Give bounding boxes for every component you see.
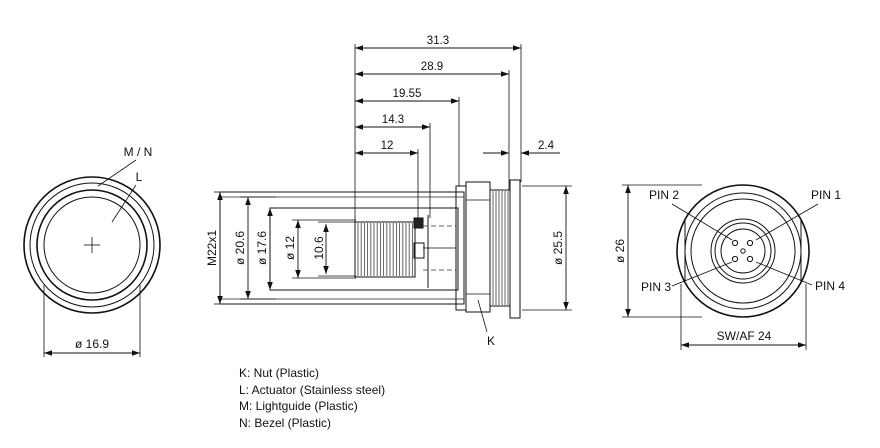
dim-14-label: 14.3 bbox=[382, 114, 404, 126]
front-view: ø 16.9 M / N L bbox=[23, 145, 161, 357]
legend-item-l: L: Actuator (Stainless steel) bbox=[239, 382, 386, 397]
connector-ring bbox=[714, 222, 772, 280]
leader-mn bbox=[97, 159, 137, 187]
dim-255-label: ø 25.5 bbox=[551, 231, 565, 265]
top-dimensions: 31.3 28.9 19.55 14.3 12 2.4 bbox=[354, 35, 560, 225]
callout-k: K bbox=[487, 334, 495, 348]
dim-26-label: ø 26 bbox=[613, 239, 627, 263]
dim-106-label: 10.6 bbox=[312, 236, 326, 260]
pin-3-label: PIN 3 bbox=[641, 280, 671, 294]
legend-item-n: N: Bezel (Plastic) bbox=[239, 415, 332, 430]
side-view: 31.3 28.9 19.55 14.3 12 2.4 M22x1 ø 20.6 bbox=[205, 35, 572, 348]
rear-flange bbox=[509, 179, 521, 319]
rear-view: PIN 2 PIN 1 PIN 3 PIN 4 ø 26 SW/AF 24 bbox=[613, 184, 845, 350]
left-dimensions: M22x1 ø 20.6 ø 17.6 ø 12 10.6 bbox=[205, 191, 356, 305]
connector-outer-circle bbox=[710, 218, 776, 284]
rear-outer-circle bbox=[676, 184, 810, 318]
dim-2-4-label: 2.4 bbox=[538, 140, 555, 152]
right-dimension: ø 25.5 bbox=[522, 185, 572, 311]
dim-12-label: 12 bbox=[381, 140, 394, 152]
pin-1-leader bbox=[755, 203, 819, 241]
pin-3-leader bbox=[671, 261, 733, 287]
dim-12-dia-label: ø 12 bbox=[283, 236, 297, 260]
callout-mn: M / N bbox=[124, 145, 153, 159]
actuator-insert bbox=[354, 221, 416, 278]
dim-31-label: 31.3 bbox=[427, 35, 449, 47]
connector-face bbox=[720, 228, 766, 274]
bezel-outer-circle bbox=[23, 176, 161, 314]
front-dia-label: ø 16.9 bbox=[75, 337, 109, 351]
pin-2-label: PIN 2 bbox=[649, 188, 679, 202]
part-legend: K: Nut (Plastic) L: Actuator (Stainless … bbox=[239, 365, 385, 431]
rear-flat-circle bbox=[684, 192, 802, 310]
connector-center-pin bbox=[740, 248, 746, 254]
connector-pin bbox=[731, 255, 739, 263]
actuator-pin-top bbox=[413, 217, 424, 229]
dim-28-label: 28.9 bbox=[421, 61, 443, 73]
dim-176-label: ø 17.6 bbox=[255, 231, 269, 265]
pin-4-label: PIN 4 bbox=[815, 279, 845, 293]
pin-4-leader bbox=[755, 261, 813, 286]
leader-l bbox=[111, 184, 137, 223]
leader-k bbox=[477, 299, 488, 333]
lightguide-circle bbox=[36, 189, 148, 301]
connector-pin bbox=[731, 239, 739, 247]
dim-206-label: ø 20.6 bbox=[233, 231, 247, 265]
actuator-pin-bottom bbox=[413, 242, 425, 259]
dim-sw-label: SW/AF 24 bbox=[717, 329, 772, 343]
pin-1-label: PIN 1 bbox=[811, 188, 841, 202]
insert-ribs bbox=[357, 223, 413, 276]
connector-pin bbox=[746, 239, 754, 247]
barrel-ribs bbox=[492, 191, 509, 305]
callout-l: L bbox=[136, 170, 143, 184]
legend-item-m: M: Lightguide (Plastic) bbox=[239, 399, 358, 413]
actuator-circle bbox=[43, 196, 141, 294]
pin-2-leader bbox=[671, 203, 733, 241]
dim-m22-label: M22x1 bbox=[205, 230, 219, 266]
dim-19-label: 19.55 bbox=[393, 88, 422, 100]
pin-dots bbox=[731, 239, 754, 263]
legend-item-k: K: Nut (Plastic) bbox=[239, 366, 320, 380]
rear-inner-circle bbox=[690, 198, 796, 304]
bezel-inner-circle bbox=[29, 182, 155, 308]
connector-pin bbox=[746, 255, 754, 263]
nut-body bbox=[465, 181, 491, 313]
